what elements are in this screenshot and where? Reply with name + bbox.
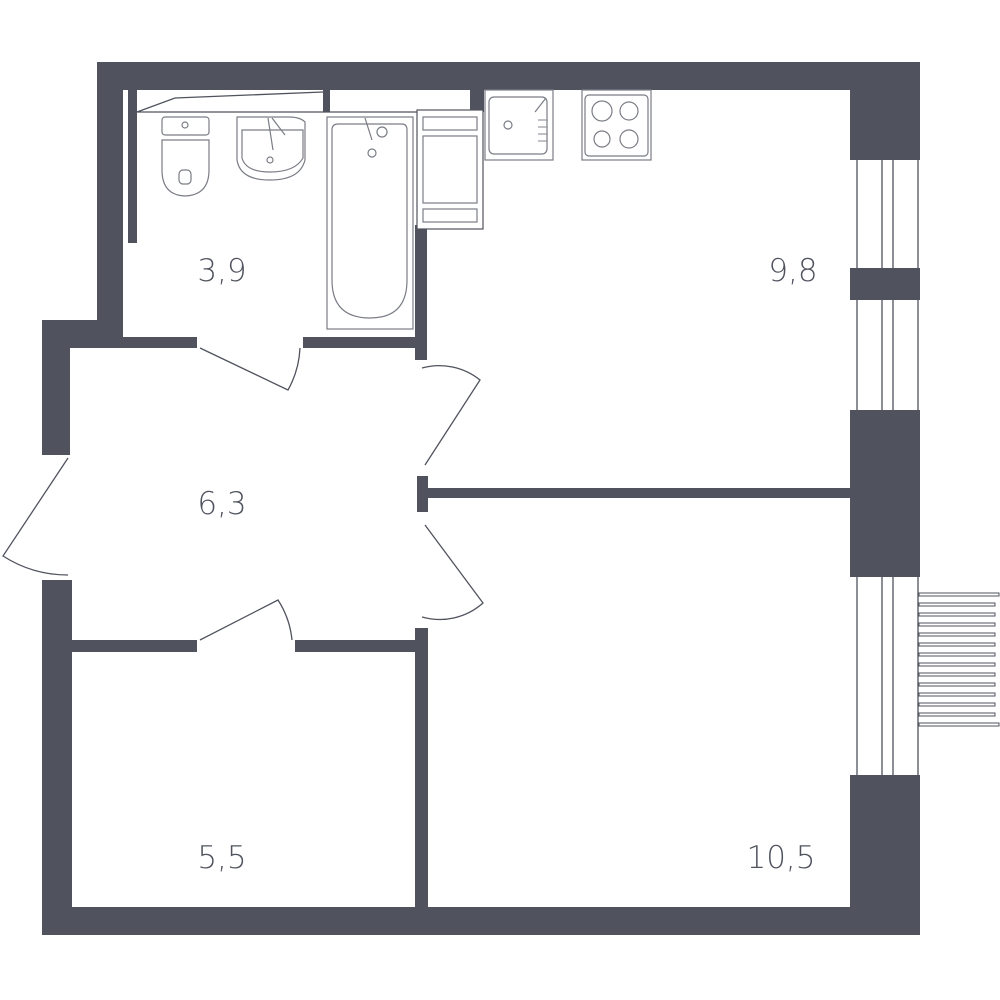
grille-bar xyxy=(918,652,996,657)
toilet-icon xyxy=(161,116,210,197)
room-area-living-room: 10,5 xyxy=(746,840,815,876)
room-area-bathroom: 3,9 xyxy=(197,253,246,289)
room-area-hallway: 6,3 xyxy=(197,486,246,522)
grille-bar xyxy=(918,592,1000,597)
grille-bar xyxy=(918,642,996,647)
room-area-kitchen: 9,8 xyxy=(768,253,817,289)
balcony-grille xyxy=(918,592,1000,727)
grille-bar xyxy=(918,662,996,667)
grille-bar xyxy=(918,702,996,707)
grille-bar xyxy=(918,672,996,677)
washing-machine-icon xyxy=(416,109,484,230)
cooktop-icon xyxy=(581,89,652,161)
windows xyxy=(856,160,919,775)
doors xyxy=(2,347,484,641)
room-labels: 3,9 9,8 6,3 5,5 10,5 xyxy=(197,253,817,876)
grille-bar xyxy=(918,712,996,717)
grille-bar xyxy=(918,682,996,687)
grille-bar xyxy=(918,602,996,607)
grille-bar xyxy=(918,722,1000,727)
kitchen-sink-icon xyxy=(484,89,554,161)
grille-bar xyxy=(918,692,996,697)
washbasin-icon xyxy=(236,116,306,181)
room-area-storage: 5,5 xyxy=(197,840,246,876)
walls xyxy=(42,62,920,935)
bathtub-icon xyxy=(326,116,414,330)
grille-bar xyxy=(918,632,996,637)
grille-bar xyxy=(918,622,996,627)
grille-bar xyxy=(918,612,996,617)
